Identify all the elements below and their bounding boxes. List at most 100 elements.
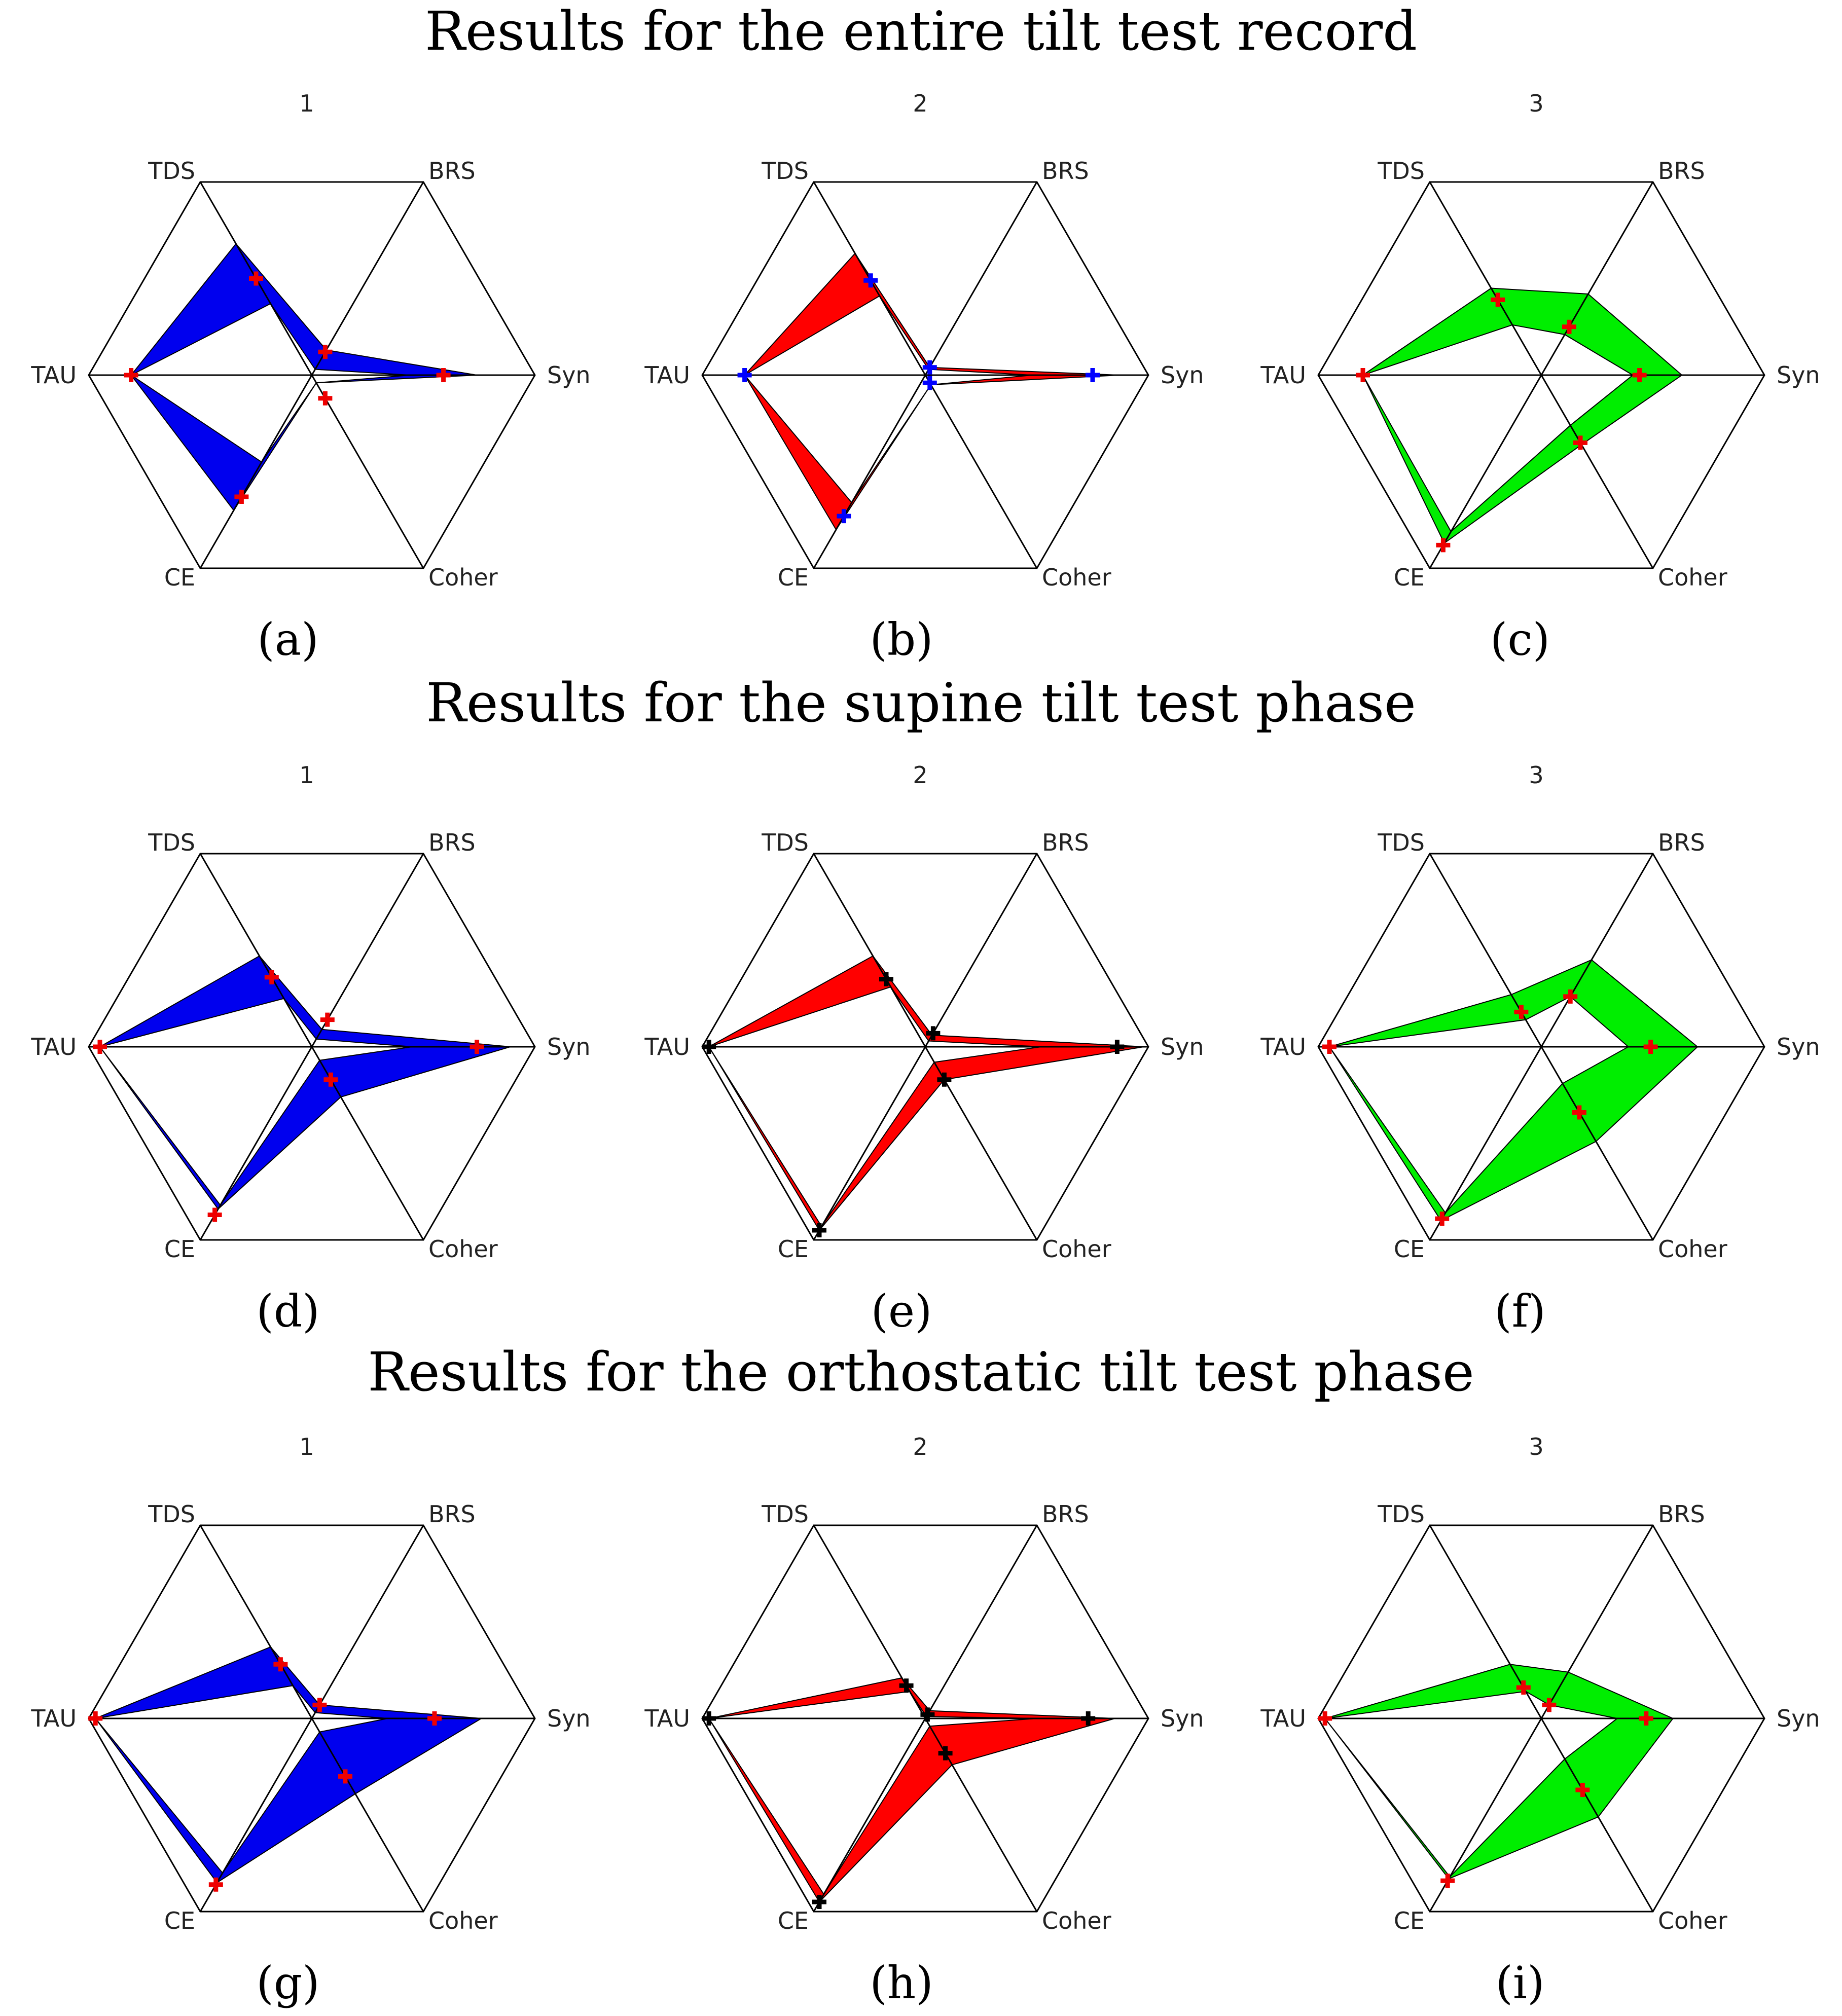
panel-caption: (g): [256, 1957, 320, 2009]
axis-label-tau: TAU: [644, 1705, 690, 1732]
axis-label-tds: TDS: [1377, 157, 1425, 185]
centroid-marker: [937, 1072, 952, 1087]
axis-label-tds: TDS: [148, 1500, 195, 1528]
axis-label-brs: BRS: [1658, 157, 1705, 185]
centroid-marker: [93, 1040, 107, 1054]
axis-label-syn: Syn: [547, 361, 591, 389]
radar-band: [1324, 1664, 1674, 1880]
radar-band: [1362, 287, 1683, 544]
centroid-marker: [1562, 319, 1576, 334]
radar-band: [99, 955, 511, 1210]
cluster-number: 1: [299, 91, 314, 117]
centroid-marker: [1491, 292, 1505, 307]
axis-label-coher: Coher: [428, 564, 498, 591]
centroid-marker: [926, 1026, 941, 1041]
cluster-number: 2: [913, 91, 927, 117]
axis-label-ce: CE: [1394, 1907, 1425, 1934]
centroid-marker: [1435, 1212, 1450, 1226]
centroid-marker: [249, 271, 263, 286]
centroid-marker: [1436, 538, 1451, 553]
centroid-marker: [320, 1012, 335, 1027]
radar-band: [744, 252, 1119, 531]
centroid-marker: [1643, 1040, 1658, 1054]
panel-caption: (b): [870, 613, 933, 666]
centroid-marker: [264, 970, 279, 984]
axis-label-brs: BRS: [428, 1500, 476, 1528]
panel-caption: (e): [871, 1285, 932, 1337]
axis-label-syn: Syn: [1161, 1705, 1204, 1732]
axis-label-coher: Coher: [1658, 1235, 1727, 1263]
centroid-marker: [1573, 435, 1587, 450]
centroid-marker: [879, 972, 893, 986]
centroid-marker: [207, 1207, 222, 1222]
axis-label-brs: BRS: [1658, 829, 1705, 856]
axis-label-ce: CE: [1394, 1235, 1425, 1263]
centroid-marker: [899, 1678, 914, 1693]
centroid-marker: [1356, 368, 1370, 382]
panel-caption: (h): [870, 1957, 933, 2009]
centroid-marker: [1514, 1005, 1529, 1019]
section-title-orthostatic: Results for the orthostatic tilt test ph…: [368, 1341, 1474, 1403]
axis-label-tds: TDS: [761, 829, 809, 856]
cluster-number: 3: [1529, 1435, 1543, 1460]
centroid-marker: [234, 490, 249, 504]
radar-band: [130, 243, 477, 511]
axis-label-brs: BRS: [428, 157, 476, 185]
centroid-marker: [1542, 1698, 1557, 1712]
axis-label-coher: Coher: [428, 1907, 498, 1934]
cluster-number: 2: [913, 1435, 927, 1460]
axis-label-tau: TAU: [30, 1705, 77, 1732]
axis-label-tds: TDS: [148, 829, 195, 856]
axis-label-syn: Syn: [1161, 1033, 1204, 1060]
axis-label-coher: Coher: [428, 1235, 498, 1263]
panel-caption: (a): [257, 613, 319, 666]
centroid-marker: [124, 368, 138, 382]
panel-caption: (c): [1490, 613, 1550, 666]
radar-band: [708, 1677, 1115, 1903]
axis-label-coher: Coher: [1658, 1907, 1727, 1934]
centroid-marker: [318, 345, 333, 359]
axis-label-tau: TAU: [1260, 1705, 1306, 1732]
centroid-marker: [1639, 1711, 1653, 1726]
axis-label-syn: Syn: [1777, 1705, 1820, 1732]
axis-label-brs: BRS: [1042, 157, 1089, 185]
axis-label-coher: Coher: [1042, 1235, 1111, 1263]
axis-label-tds: TDS: [1377, 1500, 1425, 1528]
section-title-supine: Results for the supine tilt test phase: [426, 672, 1416, 734]
cluster-number: 1: [299, 763, 314, 789]
radar-spoke: [1429, 853, 1654, 1240]
axis-label-brs: BRS: [1042, 1500, 1089, 1528]
centroid-marker: [208, 1877, 223, 1892]
axis-label-ce: CE: [164, 564, 195, 591]
centroid-marker: [922, 360, 937, 375]
axis-label-brs: BRS: [1042, 829, 1089, 856]
centroid-marker: [436, 368, 451, 382]
cluster-number: 3: [1529, 91, 1543, 117]
centroid-marker: [920, 1707, 935, 1722]
axis-label-tau: TAU: [644, 361, 690, 389]
axis-label-coher: Coher: [1042, 1907, 1111, 1934]
centroid-marker: [273, 1657, 288, 1672]
radar-spoke: [199, 181, 424, 569]
cluster-number: 2: [913, 763, 927, 789]
axis-label-coher: Coher: [1042, 564, 1111, 591]
centroid-marker: [1318, 1711, 1332, 1726]
axis-label-syn: Syn: [1161, 361, 1204, 389]
axis-label-syn: Syn: [1777, 1033, 1820, 1060]
axis-label-brs: BRS: [1658, 1500, 1705, 1528]
radar-spoke: [813, 181, 1038, 569]
centroid-marker: [469, 1040, 484, 1054]
axis-label-ce: CE: [778, 564, 809, 591]
radar-band: [708, 955, 1144, 1231]
centroid-marker: [737, 368, 752, 382]
radar-spoke: [1429, 1525, 1654, 1912]
cluster-number: 3: [1529, 763, 1543, 789]
axis-label-tds: TDS: [1377, 829, 1425, 856]
radar-spoke: [199, 1525, 424, 1912]
radar-band: [94, 1646, 483, 1884]
